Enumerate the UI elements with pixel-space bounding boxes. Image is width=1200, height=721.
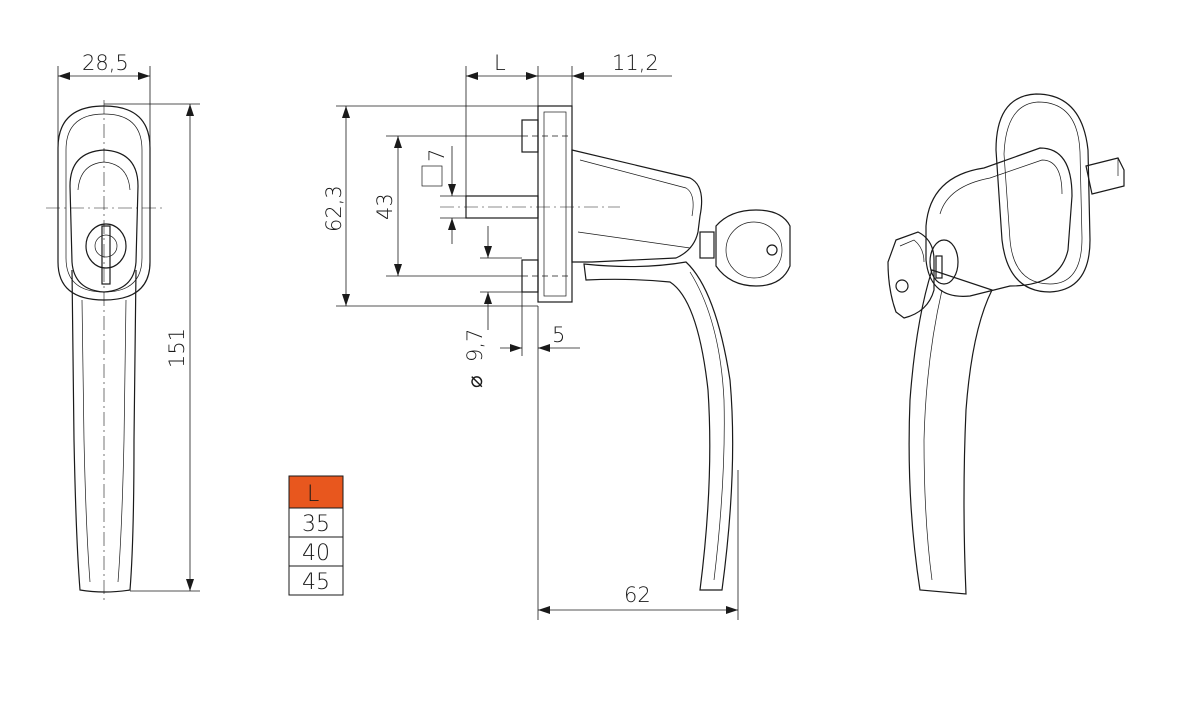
side-base-plate xyxy=(537,105,573,303)
dim-projection: 62 xyxy=(624,583,651,607)
side-key-stem xyxy=(699,231,715,259)
square-symbol xyxy=(421,165,443,187)
length-table: L 35 40 45 xyxy=(288,475,344,596)
dim-length-var: L xyxy=(494,51,506,75)
iso-rosette xyxy=(995,93,1091,293)
iso-key-cylinder xyxy=(929,239,959,285)
dim-front-width: 28,5 xyxy=(82,51,129,75)
front-view: 28,5 151 xyxy=(46,51,200,600)
side-view: L 11,2 62,3 43 7 ⌀ 9, xyxy=(322,51,791,620)
dim-spindle-offset: 5 xyxy=(552,323,565,347)
front-lever xyxy=(71,269,137,593)
dim-height: 151 xyxy=(165,328,189,368)
side-lever xyxy=(583,261,734,591)
iso-collar xyxy=(925,147,1073,297)
dim-rosette-height: 62,3 xyxy=(322,185,346,232)
iso-spindle xyxy=(1085,157,1125,195)
length-table-row: 40 xyxy=(302,541,330,566)
iso-key xyxy=(887,231,935,319)
front-key-cylinder xyxy=(85,223,127,269)
length-table-header: L xyxy=(307,482,319,507)
dim-rosette-offset: 11,2 xyxy=(612,51,659,75)
front-rosette-inner xyxy=(65,113,143,293)
length-table-row: 45 xyxy=(302,570,330,595)
front-collar xyxy=(69,149,139,293)
dim-spindle-dia-symbol: ⌀ xyxy=(463,375,487,388)
dim-screw-spacing: 43 xyxy=(373,193,397,220)
dim-spindle-dia: 9,7 xyxy=(463,329,487,362)
side-key-bow xyxy=(715,209,791,287)
length-table-row: 35 xyxy=(302,512,330,537)
front-rosette xyxy=(57,105,151,301)
dim-spindle-square: 7 xyxy=(425,149,449,162)
front-key xyxy=(101,225,111,285)
isometric-view xyxy=(887,93,1125,595)
side-handle-body xyxy=(571,149,703,263)
iso-lever xyxy=(908,269,993,595)
